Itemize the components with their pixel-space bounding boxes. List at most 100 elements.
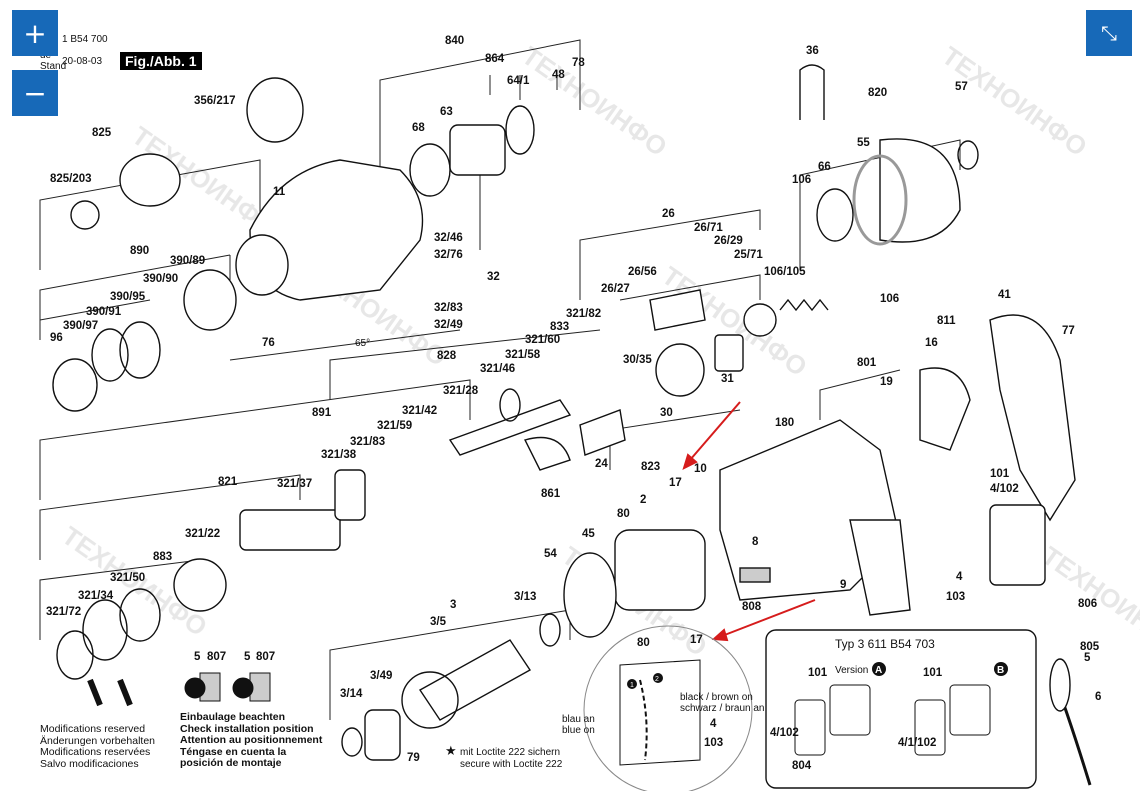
part-label: 5 <box>194 651 201 663</box>
part-label: 3/5 <box>430 616 447 628</box>
part-label: 106 <box>880 293 899 305</box>
loctite-text: mit Loctite 222 sichern <box>460 747 560 758</box>
part-sketches <box>52 64 1092 786</box>
loctite-text: secure with Loctite 222 <box>460 759 563 770</box>
date-label-2: Stand <box>40 61 67 72</box>
wiring-text: blau an <box>562 714 595 725</box>
version-a-mark: A <box>875 665 882 676</box>
part-label: 6 <box>1095 691 1101 703</box>
part-label: 106 <box>792 174 811 186</box>
spring-106 <box>779 298 829 312</box>
part-label: 321/83 <box>350 436 385 448</box>
part-label: 390/91 <box>86 306 122 318</box>
zoom-out-button[interactable]: − <box>12 70 58 116</box>
star-icon: ★ <box>445 743 457 758</box>
part-label: 68 <box>412 122 425 134</box>
part-label: 807 <box>207 651 226 663</box>
part-label: 17 <box>690 634 703 646</box>
part-label: 321/82 <box>566 308 601 320</box>
subassembly-label: 101 <box>923 667 943 679</box>
handle-9 <box>849 519 911 616</box>
grouping-lines <box>39 39 961 720</box>
part-label: 321/38 <box>321 449 357 461</box>
part-label: 821 <box>218 476 238 488</box>
part-label: 32/76 <box>434 249 463 261</box>
wiring-inset: black / brown on schwarz / braun an blau… <box>562 625 765 791</box>
ring-96 <box>52 358 98 412</box>
fullscreen-button[interactable]: ⤡ <box>1086 10 1132 56</box>
part-label: 321/22 <box>185 528 220 540</box>
part-label: 26/29 <box>714 235 743 247</box>
lever-861 <box>523 436 571 471</box>
bearing-3-13 <box>539 613 561 647</box>
subassembly-box: Typ 3 611 B54 703 Version A B 101 101 4/… <box>765 629 1037 789</box>
part-label: 45 <box>582 528 595 540</box>
part-label: 321/58 <box>505 349 541 361</box>
ring-390-95 <box>119 321 161 379</box>
angle-label: 65° <box>355 338 370 349</box>
modifications-note: Modifications reserved Änderungen vorbeh… <box>40 723 156 770</box>
note-line: Änderungen vorbehalten <box>40 734 156 747</box>
part-label: 356/217 <box>194 95 236 107</box>
part-label: 31 <box>721 373 734 385</box>
part-label: 30 <box>660 407 673 419</box>
part-label: 321/60 <box>525 334 560 346</box>
gear-24 <box>579 409 626 456</box>
part-label: 77 <box>1062 325 1075 337</box>
part-label: 833 <box>550 321 569 333</box>
part-label: 41 <box>998 289 1011 301</box>
part-label: 64/1 <box>507 75 530 87</box>
part-label: 801 <box>857 357 877 369</box>
part-label: 808 <box>742 601 762 613</box>
part-label: 823 <box>641 461 660 473</box>
figure-tag: Fig./Abb. 1 <box>120 52 202 70</box>
installation-note: Einbaulage beachten Check installation p… <box>180 711 322 770</box>
fan-3-5 <box>401 671 459 729</box>
ring-390-91 <box>91 328 129 382</box>
part-label: 26 <box>662 208 675 220</box>
plate-3-49 <box>364 709 401 761</box>
note-line: posición de montaje <box>180 757 282 769</box>
installation-icons <box>87 672 271 707</box>
ring-321-38 <box>334 469 366 521</box>
toolholder-821 <box>239 509 341 551</box>
wiring-text: 1 <box>630 682 634 689</box>
note-line: Check installation position <box>180 722 314 735</box>
part-label: 26/71 <box>694 222 723 234</box>
cable-sleeve-805 <box>1049 658 1071 712</box>
part-label: 26/56 <box>628 266 657 278</box>
brush-holder-16 <box>919 367 971 451</box>
wiring-text: schwarz / braun an <box>680 703 765 714</box>
ring-321-34 <box>82 599 128 661</box>
part-label: 10 <box>694 463 707 475</box>
part-label: 828 <box>437 350 457 362</box>
bearing-63 <box>449 124 506 176</box>
part-label: 32/83 <box>434 302 463 314</box>
part-label: 806 <box>1078 598 1097 610</box>
part-label: 66 <box>818 161 831 173</box>
label-808 <box>739 567 771 583</box>
part-label: 321/34 <box>78 590 114 602</box>
housing-ring <box>235 234 289 296</box>
bearing-3-14 <box>341 727 363 757</box>
motor-end-cap <box>879 138 961 243</box>
ring-321-72 <box>56 630 94 680</box>
part-label: 890 <box>130 245 149 257</box>
part-label: 811 <box>937 315 956 327</box>
spindle-321 <box>448 399 572 456</box>
piston-26-56 <box>649 289 706 331</box>
zoom-in-button[interactable]: + <box>12 10 58 56</box>
part-label: 30/35 <box>623 354 652 366</box>
housing-ring-2 <box>183 269 237 331</box>
part-label: 861 <box>541 488 561 500</box>
part-label: 80 <box>637 637 650 649</box>
red-arrows <box>682 401 816 642</box>
part-label: 2 <box>640 494 646 506</box>
part-label: 55 <box>857 137 870 149</box>
part-label: 79 <box>407 752 420 764</box>
subassembly-label: 804 <box>792 760 812 772</box>
part-number: 1 B54 700 <box>62 34 108 45</box>
part-label: 101 <box>990 468 1010 480</box>
subassembly-label: 4/1/102 <box>898 737 936 749</box>
chuck-cap <box>70 200 100 230</box>
